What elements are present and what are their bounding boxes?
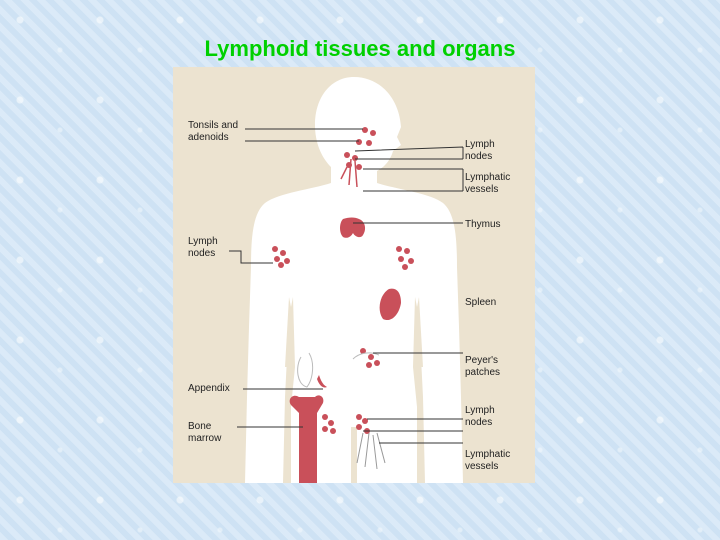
label-lymphatic-vessels-neck: Lymphatic vessels	[465, 172, 511, 195]
label-peyers-patches: Peyer's patches	[465, 355, 501, 378]
leg-lymphatic-vessels	[356, 432, 386, 470]
label-lymphatic-vessels-leg: Lymphatic vessels	[465, 449, 511, 472]
groin-nodes-left	[322, 414, 336, 434]
groin-nodes-right	[356, 414, 370, 434]
appendix	[317, 375, 327, 388]
label-tonsils: Tonsils and adenoids	[188, 120, 239, 143]
tonsils-dots	[356, 127, 376, 146]
bone-marrow	[289, 395, 324, 483]
leader-lines	[229, 128, 464, 444]
body-illustration	[229, 77, 464, 483]
label-lymph-nodes-neck: Lymph nodes	[465, 139, 495, 162]
intestine-outline	[297, 352, 314, 388]
axillary-nodes-right	[396, 246, 414, 270]
spleen	[379, 288, 401, 321]
label-spleen: Spleen	[465, 297, 497, 308]
label-appendix: Appendix	[188, 383, 230, 394]
axillary-nodes-left	[272, 246, 290, 268]
lymphoid-diagram: Tonsils and adenoids Lymph nodes Appendi…	[173, 67, 535, 483]
label-lymph-nodes-left: Lymph nodes	[188, 236, 218, 259]
peyers-patches	[360, 348, 380, 368]
label-thymus: Thymus	[465, 219, 501, 230]
slide-title: Lymphoid tissues and organs	[204, 36, 516, 61]
neck-lymphatic-vessels	[340, 158, 358, 188]
label-bone-marrow: Bone marrow	[188, 421, 222, 444]
body-silhouette	[245, 77, 463, 483]
label-lymph-nodes-groin: Lymph nodes	[465, 405, 495, 428]
